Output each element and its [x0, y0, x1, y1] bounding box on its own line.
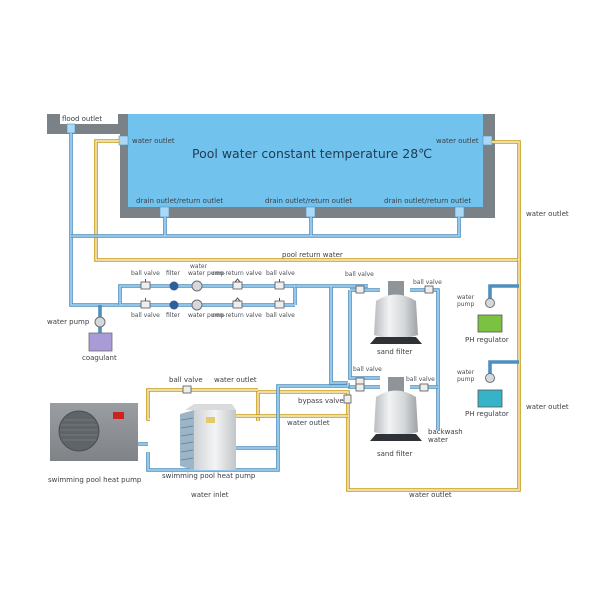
drain-port-2 [305, 206, 316, 218]
top-label-water-pump-2: water pump [188, 270, 224, 277]
filter-bottom-icon [169, 300, 179, 310]
top-label-ball-valve-2: ball valve [266, 270, 295, 277]
drain-port-1 [159, 206, 170, 218]
backwash-label-1: backwash [428, 428, 463, 436]
pool-return-water-label: pool return water [282, 251, 343, 259]
non-return-valve-top[interactable] [232, 278, 243, 290]
water-pump-top-icon[interactable] [191, 280, 203, 292]
coagulant-pump-label: water pump [47, 318, 90, 326]
sand-bottom-valve-left-label: ball valve [353, 366, 382, 373]
coagulant-pump-icon[interactable] [94, 316, 106, 328]
coagulant-label: coagulant [82, 354, 117, 362]
coagulant-unit: water pump coagulant [47, 316, 117, 362]
pool-water [128, 114, 483, 207]
coagulant-tank [88, 332, 113, 352]
sand-top-valve-right-label: ball valve [413, 279, 442, 286]
heatpump-ball-valve-label: ball valve [169, 376, 203, 384]
backwash-label-2: water [428, 436, 448, 444]
brand-badge [113, 412, 124, 419]
ph-pump-1-label-b: pump [457, 301, 474, 308]
water-pump-bottom-icon[interactable] [191, 299, 203, 311]
sand-top-valve-left-label: ball valve [345, 271, 374, 278]
heat-pump-small-label: swimming pool heat pump [48, 476, 142, 484]
bottom-label-non-return-valve: non-return valve [212, 312, 262, 319]
ph-regulator-2-label: PH regulator [465, 410, 509, 418]
non-return-valve-bottom[interactable] [232, 297, 243, 309]
sand-bottom-valve-left-2[interactable] [355, 383, 365, 392]
filtration-line: ball valve filter water water pump non-r… [131, 263, 295, 319]
bypass: bypass valve backwash water [298, 394, 463, 444]
sand-filter-top: ball valve ball valve sand filter [345, 271, 442, 356]
ph-regulator-2: water pump PH regulator [457, 369, 509, 418]
ball-valve-bottom-2[interactable] [274, 298, 285, 309]
water-outlet-right-label: water outlet [436, 137, 479, 145]
fan-icon [58, 410, 100, 452]
heat-pump-large: swimming pool heat pump [162, 404, 256, 480]
heat-pump-large-label: swimming pool heat pump [162, 472, 256, 480]
bypass-valve-label: bypass valve [298, 397, 344, 405]
drain-outlet-label-2: drain outlet/return outlet [265, 197, 352, 205]
top-label-water-pump: water [190, 263, 208, 270]
bottom-label-filter: filter [166, 312, 180, 319]
heatpump-ball-valve[interactable] [182, 385, 192, 394]
sand-top-valve-left[interactable] [355, 285, 365, 294]
ph-regulator-1: water pump PH regulator [457, 294, 509, 344]
ph-line-1 [488, 284, 519, 300]
ball-valve-bottom-1[interactable] [140, 298, 151, 309]
sand-top-label: sand filter [377, 348, 412, 356]
ph-regulator-1-label: PH regulator [465, 336, 509, 344]
pool-title: Pool water constant temperature 28℃ [192, 146, 432, 161]
sand-bottom-valve-right-label: ball valve [406, 376, 435, 383]
bottom-label-ball-valve-2: ball valve [266, 312, 295, 319]
filter-top-icon [169, 281, 179, 291]
drain-port-3 [454, 206, 465, 218]
ph-tank-2 [477, 389, 503, 408]
bottom-label-ball-valve-1: ball valve [131, 312, 160, 319]
top-label-non-return-valve: non-return valve [212, 270, 262, 277]
water-outlet-right-riser-label: water outlet [526, 210, 569, 218]
sand-filter-top-tank [374, 294, 418, 339]
drain-outlet-label-1: drain outlet/return outlet [136, 197, 223, 205]
sand-bottom-label: sand filter [377, 450, 412, 458]
bypass-valve-icon[interactable] [343, 394, 352, 404]
flood-outlet-label: flood outlet [62, 115, 102, 123]
hot-pipes [94, 139, 521, 492]
ph-pump-1-icon[interactable] [485, 298, 495, 308]
water-outlet-left-label: water outlet [132, 137, 175, 145]
ph-pump-1-label-a: water [457, 294, 475, 301]
ph-pump-2-label-a: water [457, 369, 475, 376]
water-outlet-bottom-label: water outlet [409, 491, 452, 499]
flood-ledge-cut [60, 114, 118, 124]
ph-line-2 [488, 360, 519, 376]
water-outlet-bypass-label: water outlet [287, 419, 330, 427]
sand-bottom-valve-right[interactable] [419, 383, 429, 392]
water-outlet-port-left [118, 135, 129, 146]
sand-top-valve-right[interactable] [424, 285, 434, 294]
sand-filter-bottom: ball valve ball valve sand filter [353, 366, 435, 458]
ball-valve-top-2[interactable] [274, 279, 285, 290]
heatpump-water-outlet-label: water outlet [214, 376, 257, 384]
top-label-filter: filter [166, 270, 180, 277]
water-inlet-label: water inlet [191, 491, 229, 499]
ball-valve-top-1[interactable] [140, 279, 151, 290]
ph-tank-1 [477, 314, 503, 333]
sand-filter-bottom-tank [374, 390, 418, 436]
water-outlet-right-lower-label: water outlet [526, 403, 569, 411]
ph-pump-2-icon[interactable] [485, 373, 495, 383]
top-label-ball-valve-1: ball valve [131, 270, 160, 277]
heat-pump-small: swimming pool heat pump [48, 403, 142, 484]
bottom-label-water-pump: water pump [188, 312, 224, 319]
flood-outlet-port [66, 123, 76, 134]
ph-pump-2-label-b: pump [457, 376, 474, 383]
drain-outlet-label-3: drain outlet/return outlet [384, 197, 471, 205]
drain-collector-pipe [71, 217, 461, 238]
pool: Pool water constant temperature 28℃ floo… [47, 114, 495, 218]
water-outlet-port-right [482, 135, 493, 146]
